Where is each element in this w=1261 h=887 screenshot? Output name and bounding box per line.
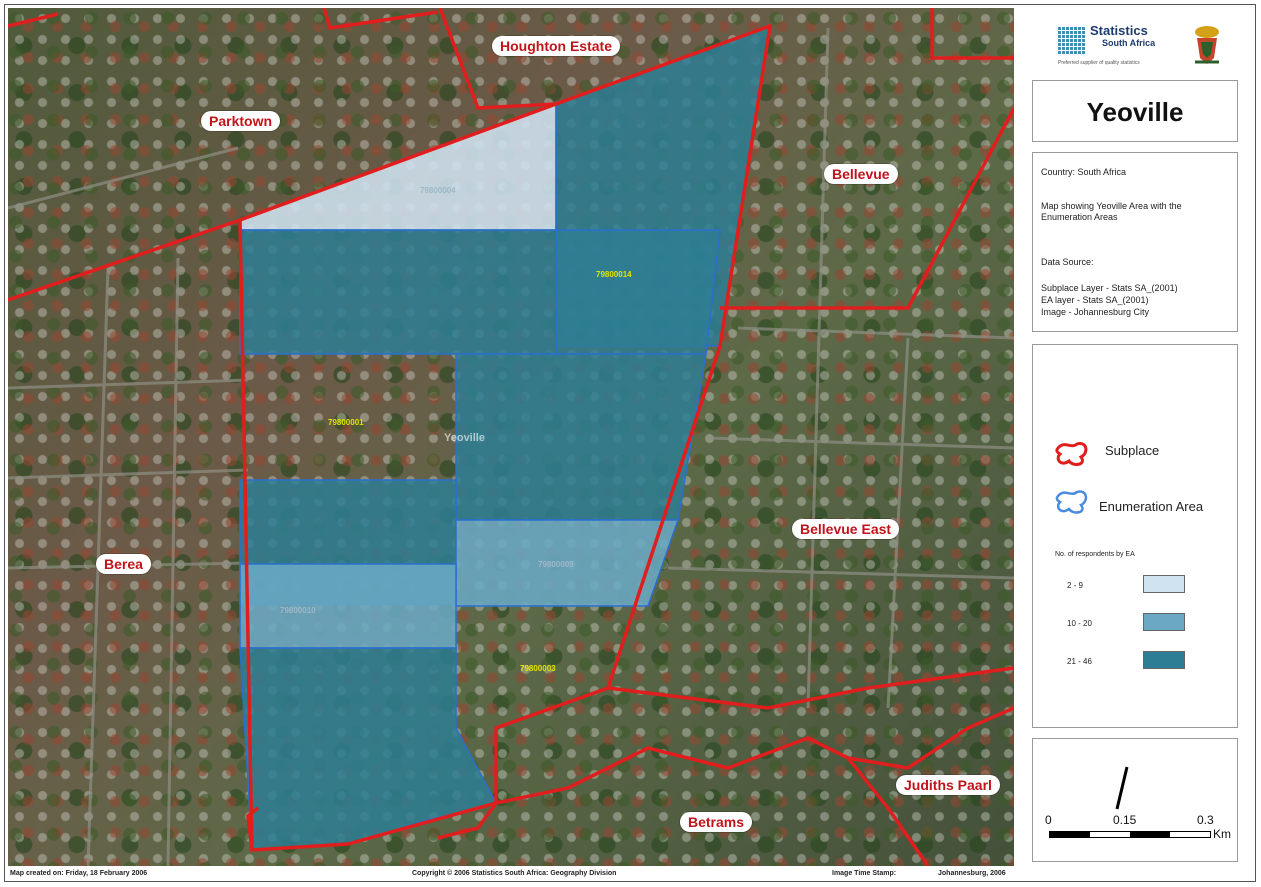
map-title: Yeoville — [1086, 97, 1184, 127]
scale-bar — [1049, 831, 1211, 838]
footer-copyright: Copyright © 2006 Statistics South Africa… — [412, 870, 617, 877]
scale-box: 0 0.15 0.3 Km — [1032, 738, 1238, 862]
map-info-box: Country: South Africa Map showing Yeovil… — [1032, 152, 1238, 332]
scale-label-zero: 0 — [1045, 813, 1052, 827]
ea-polygon[interactable] — [239, 647, 498, 851]
place-label-berea: Berea — [96, 554, 151, 574]
ea-code-label: 79800003 — [520, 664, 556, 673]
respondents-class-heading: No. of respondents by EA — [1055, 551, 1135, 558]
map-side-panel: Statistics South Africa Preferred suppli… — [1018, 8, 1252, 866]
info-source-subplace: Subplace Layer - Stats SA_(2001) — [1041, 283, 1178, 293]
ea-polygon[interactable] — [555, 229, 721, 355]
logo-org-name: Statistics — [1090, 23, 1148, 38]
subplace-boundaries — [8, 8, 1014, 866]
scale-label-mid: 0.15 — [1113, 813, 1137, 827]
logo-org-country: South Africa — [1102, 38, 1156, 48]
class-label: 2 - 9 — [1067, 581, 1084, 590]
footer-image-source: Johannesburg, 2006 — [938, 870, 1006, 877]
legend-enumeration-area-label: Enumeration Area — [1099, 499, 1204, 514]
street-network — [8, 27, 1014, 866]
subplace-center-label: Yeoville — [444, 432, 485, 444]
ea-polygon[interactable] — [239, 229, 557, 355]
ea-code-label: 79800001 — [328, 418, 364, 427]
logo-box: Statistics South Africa Preferred suppli… — [1032, 8, 1238, 78]
scale-unit: Km — [1213, 827, 1231, 841]
class-label: 21 - 46 — [1067, 657, 1092, 666]
enumeration-areas — [239, 24, 771, 851]
subplace-legend-icon — [1055, 442, 1088, 466]
title-box: Yeoville — [1032, 80, 1238, 142]
info-country: Country: South Africa — [1041, 167, 1127, 177]
aerial-map[interactable]: Houghton Estate Parktown Bellevue Berea … — [8, 8, 1014, 866]
place-label-judiths-paarl: Judiths Paarl — [896, 775, 1000, 795]
stats-sa-grid-icon — [1058, 26, 1086, 54]
info-data-source-heading: Data Source: — [1041, 257, 1094, 267]
ea-code-label: 79800009 — [538, 560, 574, 569]
legend-subplace-label: Subplace — [1105, 443, 1160, 458]
footer-created-date: Map created on: Friday, 18 February 2006 — [10, 870, 148, 877]
class-swatch — [1143, 575, 1185, 593]
ea-code-label: 79800014 — [596, 270, 632, 279]
place-label-houghton-estate: Houghton Estate — [492, 36, 620, 56]
map-overlay — [8, 8, 1014, 866]
place-label-betrams: Betrams — [680, 812, 753, 832]
stats-sa-logo: Statistics South Africa Preferred suppli… — [1058, 20, 1188, 70]
place-label-bellevue: Bellevue — [824, 164, 898, 184]
info-source-ea: EA layer - Stats SA_(2001) — [1041, 295, 1149, 305]
class-label: 10 - 20 — [1067, 619, 1092, 628]
north-arrow-icon — [1115, 766, 1129, 810]
ea-code-label: 79800004 — [420, 186, 456, 195]
class-swatch — [1143, 613, 1185, 631]
legend-box: Subplace Enumeration Area No. of respond… — [1032, 344, 1238, 728]
class-swatch — [1143, 651, 1185, 669]
enumeration-area-legend-icon — [1055, 490, 1088, 514]
scale-label-max: 0.3 — [1197, 813, 1214, 827]
coat-of-arms-icon — [1195, 26, 1219, 64]
ea-code-label: 79800010 — [280, 606, 316, 615]
ea-polygon[interactable] — [239, 563, 457, 649]
info-source-image: Image - Johannesburg City — [1041, 307, 1150, 317]
info-description: Map showing Yeoville Area with the Enume… — [1041, 201, 1182, 222]
place-label-parktown: Parktown — [201, 111, 281, 131]
place-label-bellevue-east: Bellevue East — [792, 519, 900, 539]
ea-polygon[interactable] — [455, 353, 707, 521]
logo-tagline: Preferred supplier of quality statistics — [1058, 60, 1140, 66]
footer-image-timestamp: Image Time Stamp: — [832, 870, 897, 877]
